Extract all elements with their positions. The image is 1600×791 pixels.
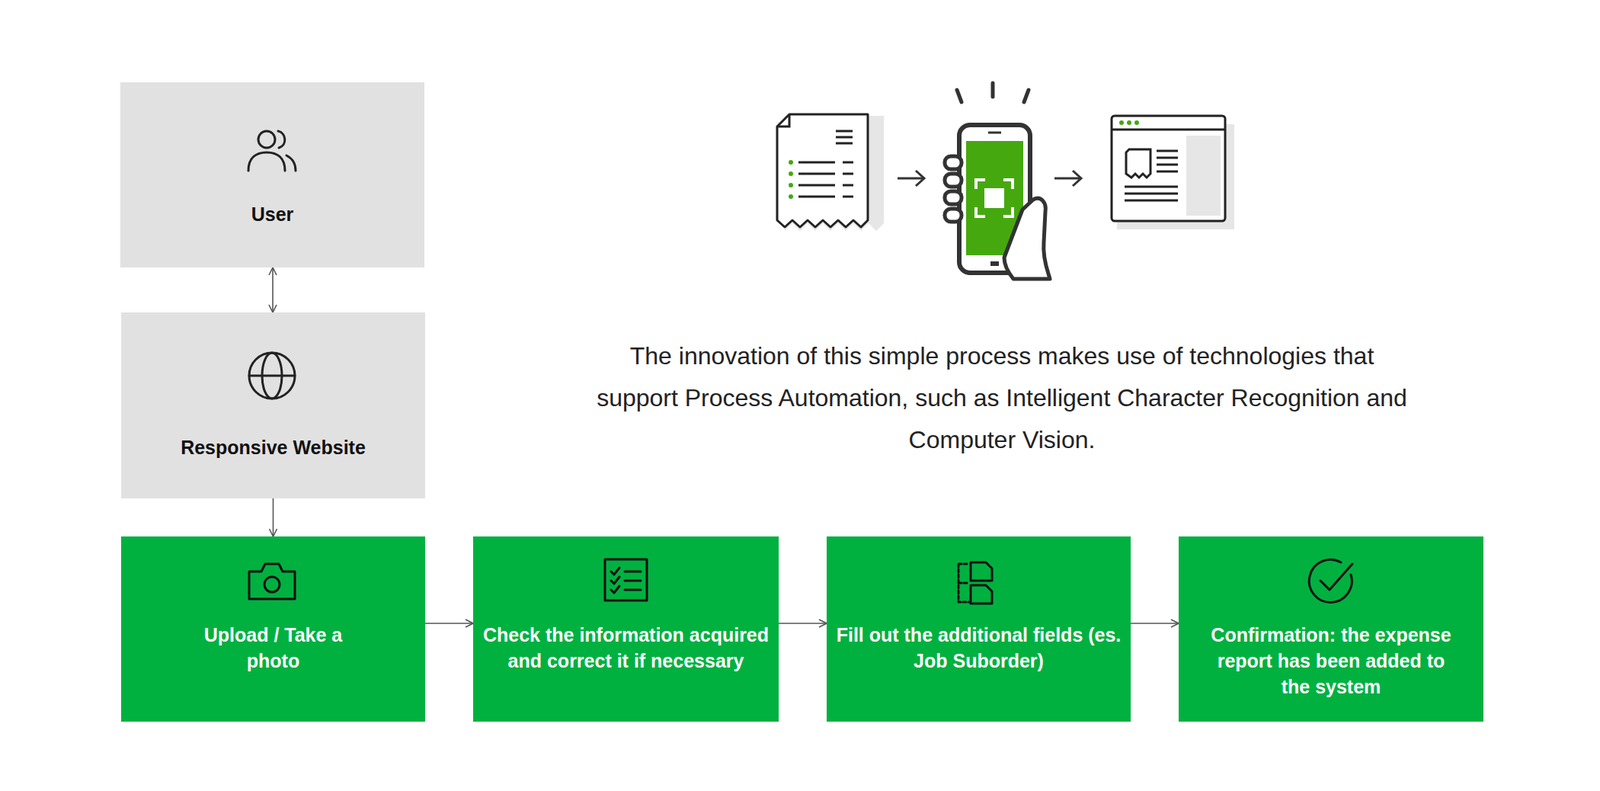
process-box: Confirmation: the expense report has bee… bbox=[1178, 536, 1484, 722]
connector-arrow bbox=[1130, 622, 1179, 624]
phone-scan-icon bbox=[944, 83, 1050, 279]
connector-arrow bbox=[272, 498, 275, 537]
connector-arrow bbox=[272, 267, 274, 313]
connector-arrow bbox=[778, 622, 827, 624]
actor-box: User bbox=[120, 82, 425, 268]
box-label: Responsive Website bbox=[128, 434, 419, 461]
box-label: Upload / Take a photo bbox=[189, 621, 358, 674]
description-text: The innovation of this simple process ma… bbox=[590, 335, 1414, 461]
channel-box: Responsive Website bbox=[121, 312, 426, 499]
process-box: Fill out the additional fields (es. Job … bbox=[826, 536, 1131, 722]
process-box: Upload / Take a photo bbox=[121, 536, 426, 722]
process-box: Check the information acquired and corre… bbox=[473, 536, 779, 722]
box-label: User bbox=[135, 201, 410, 228]
receipt-icon bbox=[777, 114, 884, 231]
box-label: Check the information acquired and corre… bbox=[481, 621, 772, 674]
box-label: Confirmation: the expense report has bee… bbox=[1205, 621, 1457, 700]
browser-window-icon bbox=[1111, 115, 1235, 230]
connector-arrow bbox=[425, 622, 474, 624]
box-label: Fill out the additional fields (es. Job … bbox=[834, 621, 1124, 674]
